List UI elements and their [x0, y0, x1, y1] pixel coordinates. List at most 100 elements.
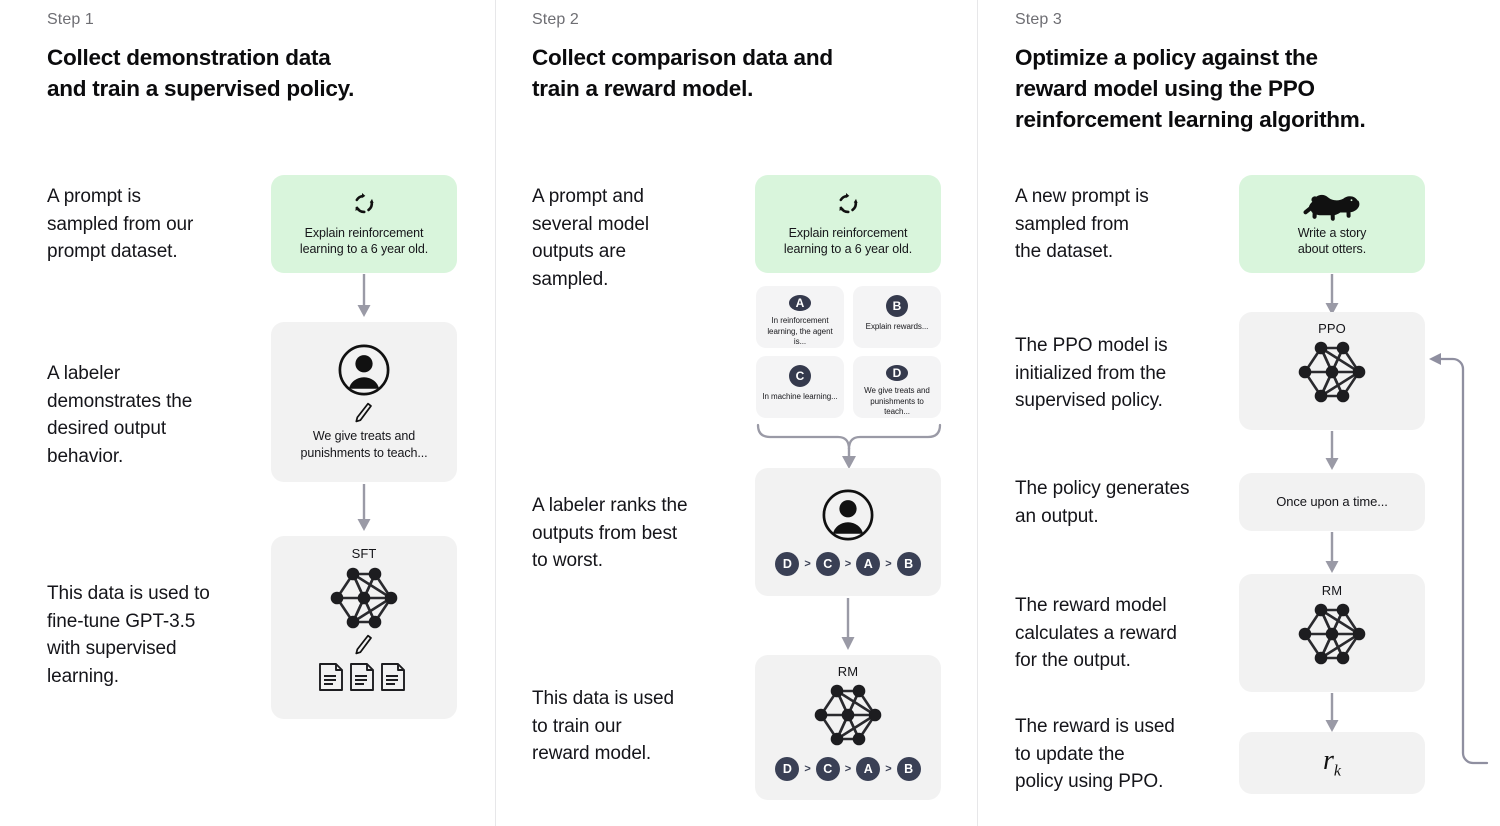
step-1-title: Collect demonstration data and train a s… — [47, 42, 354, 104]
neural-network-icon — [1291, 600, 1373, 668]
step-2-label: Step 2 — [532, 11, 579, 28]
step-1-description-1: A prompt is sampled from our prompt data… — [47, 186, 194, 263]
step-3-arrow-2 — [1325, 431, 1339, 470]
step-2-column: Step 2 Collect comparison data and train… — [496, 0, 978, 826]
step-3-output-box: Once upon a time... — [1239, 473, 1425, 531]
step-1-labeler-text: We give treats and punishments to teach.… — [300, 429, 428, 460]
step-1-description-3: This data is used to fine-tune GPT-3.5 w… — [47, 583, 210, 687]
column-divider-1 — [495, 0, 496, 826]
step-3-output-text: Once upon a time... — [1276, 494, 1388, 510]
refresh-cycle-icon — [351, 191, 377, 217]
step-1-label: Step 1 — [47, 11, 94, 28]
person-in-circle-icon — [821, 488, 875, 542]
step-2-rm-tag: RM — [837, 664, 859, 679]
column-divider-2 — [977, 0, 978, 826]
step-2-output-text-d: We give treats and punishments to teach.… — [864, 385, 930, 417]
refresh-cycle-icon — [835, 191, 861, 217]
step-2-prompt-text: Explain reinforcement learning to a 6 ye… — [783, 225, 913, 257]
step-2-brace-arrow — [756, 423, 942, 469]
rank-badge-2: C — [815, 552, 840, 576]
step-2-description-2: A labeler ranks the outputs from best to… — [532, 495, 688, 572]
step-2-prompt-box: Explain reinforcement learning to a 6 ye… — [755, 175, 941, 273]
step-2-output-card-b: B Explain rewards... — [853, 286, 941, 348]
rm-rank-badge-3: A — [856, 757, 881, 781]
step-2-ranking-box: D > C > A > B — [755, 468, 941, 596]
step-2-arrow-2 — [841, 598, 855, 650]
step-2-output-card-a: A In reinforcement learning, the agent i… — [756, 286, 844, 348]
neural-network-icon — [807, 681, 889, 749]
step-3-label: Step 3 — [1015, 11, 1062, 28]
step-2-output-card-c: C In machine learning... — [756, 356, 844, 418]
step-1-labeler-box: We give treats and punishments to teach.… — [271, 322, 457, 482]
step-1-prompt-text: Explain reinforcement learning to a 6 ye… — [299, 225, 429, 257]
step-2-ranking-row: D > C > A > B — [775, 552, 921, 576]
rm-rank-badge-2: C — [815, 757, 840, 781]
reward-symbol-r: r — [1322, 745, 1334, 777]
step-3-description-3: The policy generates an output. — [1015, 478, 1190, 527]
step-1-title-line1: Collect demonstration data — [47, 45, 331, 70]
step-2-rm-ranking-row: D > C > A > B — [775, 757, 921, 781]
step-3-prompt-text: Write a story about otters. — [1297, 225, 1367, 257]
step-3-title-line3: reinforcement learning algorithm. — [1015, 107, 1366, 133]
step-1-description-2: A labeler demonstrates the desired outpu… — [47, 363, 193, 467]
step-3-reward-box: rk — [1239, 732, 1425, 794]
step-2-output-card-d: D We give treats and punishments to teac… — [853, 356, 941, 418]
rm-rank-separator-1: > — [804, 763, 811, 775]
step-1-prompt-box: Explain reinforcement learning to a 6 ye… — [271, 175, 457, 273]
rm-rank-badge-1: D — [775, 757, 800, 781]
step-1-column: Step 1 Collect demonstration data and tr… — [0, 0, 496, 826]
step-3-description-5: The reward is used to update the policy … — [1015, 716, 1175, 793]
step-3-title-line2: reward model using the PPO — [1015, 76, 1315, 102]
neural-network-icon — [323, 564, 405, 632]
step-1-title-line2: and train a supervised policy. — [47, 76, 355, 102]
step-3-prompt-box: Write a story about otters. — [1239, 175, 1425, 273]
badge-d: D — [886, 365, 908, 381]
pencil-icon — [353, 402, 375, 424]
step-3-arrow-3 — [1325, 532, 1339, 573]
step-3-description-1: A new prompt is sampled from the dataset… — [1015, 186, 1149, 263]
rank-badge-3: A — [856, 552, 881, 576]
step-2-output-text-c: In machine learning... — [762, 392, 838, 401]
step-3-title-line1: Optimize a policy against the — [1015, 45, 1318, 70]
rm-rank-separator-2: > — [844, 763, 852, 775]
step-1-sft-tag: SFT — [351, 546, 377, 561]
documents-icon — [318, 662, 410, 692]
person-in-circle-icon — [337, 343, 391, 397]
badge-a: A — [789, 295, 811, 311]
step-2-title-line2: train a reward model. — [532, 76, 754, 102]
step-1-arrow-2 — [357, 484, 371, 531]
rank-separator-3: > — [885, 558, 892, 570]
badge-b: B — [886, 295, 908, 317]
rm-rank-badge-4: B — [896, 757, 921, 781]
reward-symbol-subscript: k — [1333, 762, 1341, 780]
step-2-output-text-a: In reinforcement learning, the agent is.… — [767, 315, 833, 347]
step-3-ppo-tag: PPO — [1318, 321, 1346, 336]
step-3-ppo-box: PPO — [1239, 312, 1425, 430]
step-3-rm-tag: RM — [1321, 583, 1343, 598]
rm-rank-separator-3: > — [885, 763, 892, 775]
step-3-title: Optimize a policy against the reward mod… — [1015, 42, 1366, 135]
rank-separator-1: > — [804, 558, 811, 570]
rank-badge-1: D — [775, 552, 800, 576]
neural-network-icon — [1291, 338, 1373, 406]
otter-icon — [1302, 191, 1362, 221]
step-3-column: Step 3 Optimize a policy against the rew… — [978, 0, 1500, 826]
step-2-title: Collect comparison data and train a rewa… — [532, 42, 833, 104]
step-3-description-4: The reward model calculates a reward for… — [1015, 595, 1177, 672]
step-2-description-3: This data is used to train our reward mo… — [532, 688, 674, 765]
badge-c: C — [789, 365, 811, 387]
step-3-feedback-loop — [1429, 353, 1489, 765]
pencil-icon — [353, 634, 375, 656]
step-2-title-line1: Collect comparison data and — [532, 45, 833, 70]
step-3-description-2: The PPO model is initialized from the su… — [1015, 335, 1168, 412]
step-2-output-text-b: Explain rewards... — [865, 322, 929, 331]
step-3-arrow-4 — [1325, 693, 1339, 732]
step-3-rm-box: RM — [1239, 574, 1425, 692]
step-3-reward-symbol: rk — [1323, 745, 1341, 781]
step-1-arrow-1 — [357, 274, 371, 317]
step-1-sft-box: SFT — [271, 536, 457, 719]
rank-separator-2: > — [844, 558, 852, 570]
step-2-description-1: A prompt and several model outputs are s… — [532, 186, 649, 290]
rank-badge-4: B — [896, 552, 921, 576]
